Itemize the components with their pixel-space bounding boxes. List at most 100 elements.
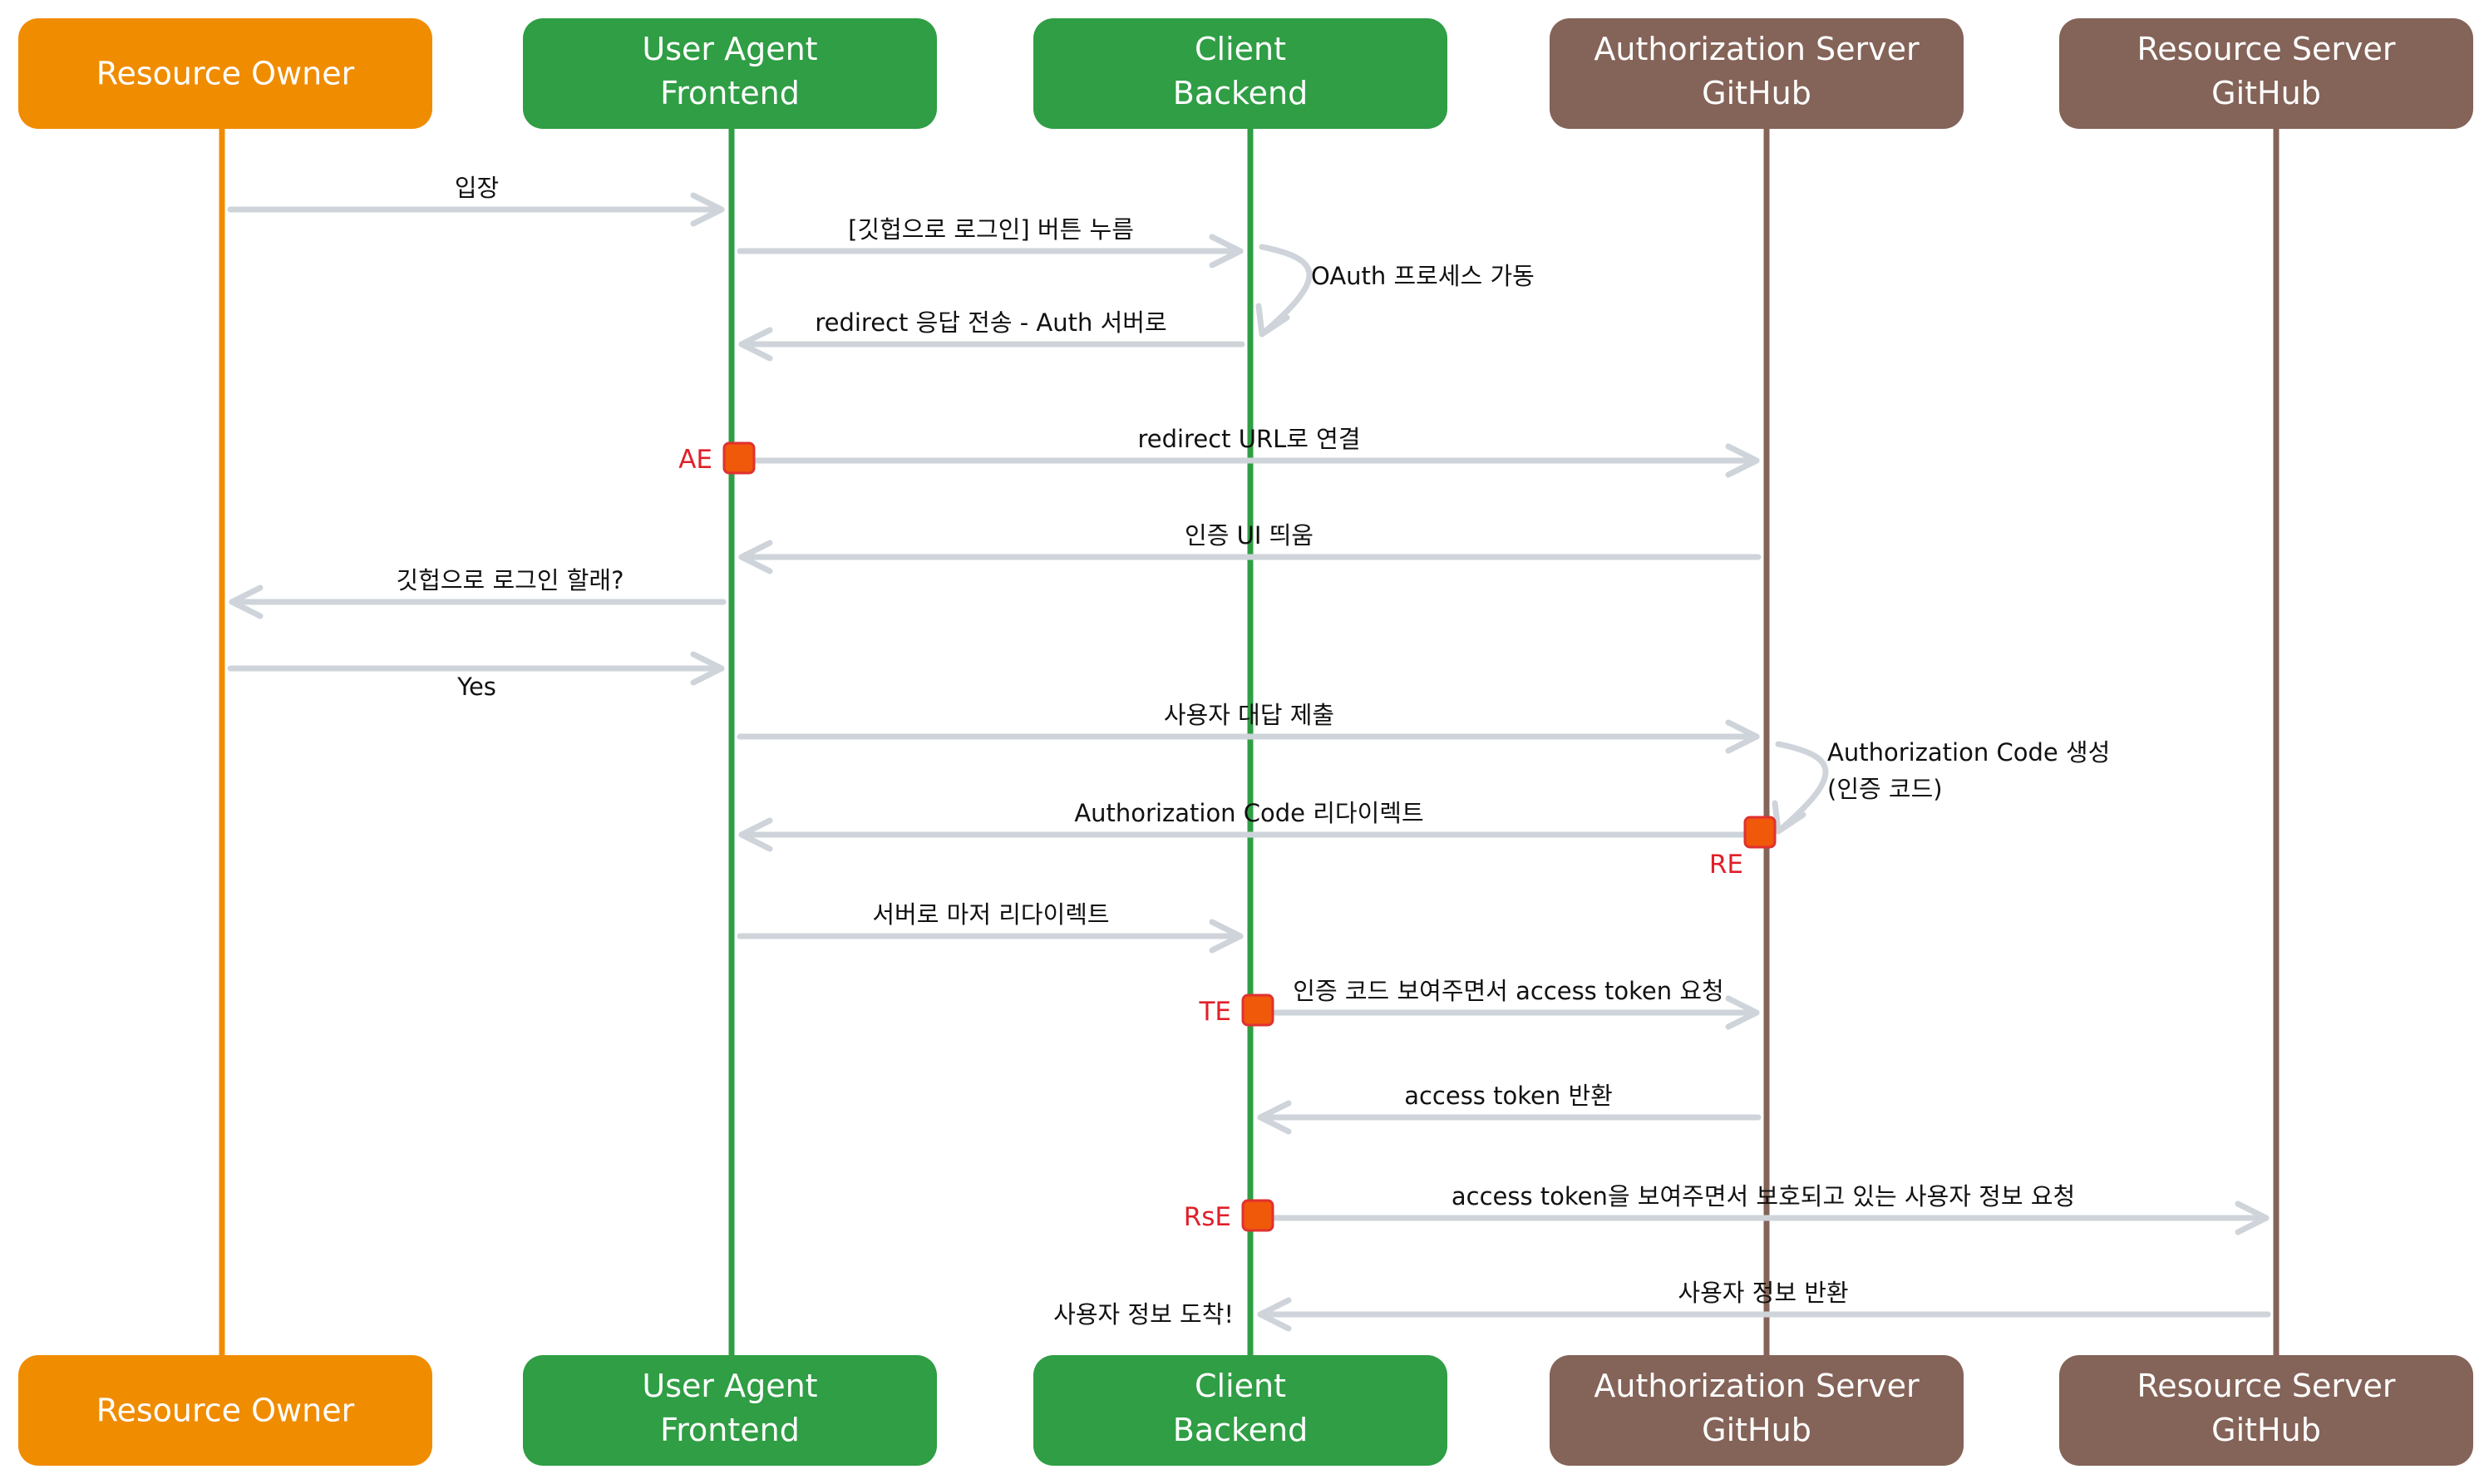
arrow-head — [1725, 443, 1760, 478]
client-label-line: Client — [1195, 1368, 1286, 1404]
message-label: 입장 — [455, 174, 499, 202]
arrow-head — [738, 817, 773, 852]
arrow-head — [1255, 303, 1290, 338]
message-8: Yes — [227, 651, 725, 701]
endpoint-marker — [1241, 993, 1274, 1027]
message-12: 서버로 마저 리다이렉트 — [737, 900, 1244, 954]
user-agent-label-line: Frontend — [660, 75, 800, 111]
message-label: [깃헙으로 로그인] 버튼 누름 — [848, 215, 1134, 244]
endpoint-marker — [1241, 1199, 1274, 1232]
auth-server-label-line: Authorization Server — [1594, 31, 1920, 67]
arrow-head — [1209, 919, 1244, 954]
user-agent-box — [523, 1355, 937, 1466]
arrow-head — [738, 540, 773, 574]
arrow-head — [1257, 1297, 1292, 1332]
auth-server-box — [1550, 18, 1964, 129]
lifelines — [219, 129, 2280, 1355]
message-label: 서버로 마저 리다이렉트 — [872, 900, 1109, 929]
message-10: Authorization Code 생성 (인증 코드) — [1772, 738, 2110, 835]
resource-owner-actor-top: Resource Owner — [18, 18, 432, 129]
arrow-head — [229, 584, 264, 619]
message-label: 깃헙으로 로그인 할래? — [397, 566, 624, 594]
message-15: access token을 보여주면서 보호되고 있는 사용자 정보 요청 RsE — [1184, 1182, 2270, 1235]
resource-server-label-line: GitHub — [2211, 75, 2321, 111]
message-label: 인증 UI 띄움 — [1185, 521, 1314, 550]
auth-server-box — [1550, 1355, 1964, 1466]
resource-owner-box — [18, 18, 432, 129]
message-6: 인증 UI 띄움 — [738, 521, 1762, 574]
message-2: [깃헙으로 로그인] 버튼 누름 — [737, 215, 1244, 269]
resource-owner-box — [18, 1355, 432, 1466]
resource-server-label-line: GitHub — [2211, 1412, 2321, 1448]
client-label-line: Client — [1195, 31, 1286, 67]
endpoint-marker-label: TE — [1198, 997, 1231, 1027]
self-message-label: Authorization Code 생성 — [1827, 738, 2110, 767]
resource-server-box — [2059, 1355, 2473, 1466]
arrow-head — [2235, 1201, 2270, 1235]
resource-owner-actor-bottom: Resource Owner — [18, 1355, 432, 1466]
user-agent-label-line: Frontend — [660, 1412, 800, 1448]
arrow-head — [1772, 800, 1806, 835]
arrow-head — [1725, 719, 1760, 754]
message-4: redirect 응답 전송 - Auth 서버로 — [738, 308, 1245, 362]
message-label: access token 반환 — [1404, 1082, 1613, 1110]
message-label: 인증 코드 보여주면서 access token 요청 — [1293, 977, 1723, 1005]
message-3: OAuth 프로세스 가동 — [1255, 244, 1535, 338]
endpoint-marker-label: AE — [678, 445, 712, 475]
arrow-head — [1209, 234, 1244, 269]
endpoint-marker — [722, 441, 756, 475]
message-label: 사용자 대답 제출 — [1164, 701, 1334, 729]
self-message-label-2: (인증 코드) — [1827, 775, 1943, 803]
client-label-line: Backend — [1173, 75, 1308, 111]
endpoint-marker-label: RE — [1709, 850, 1743, 880]
resource-server-box — [2059, 18, 2473, 129]
self-arrow — [1259, 244, 1313, 338]
message-14: access token 반환 — [1257, 1082, 1762, 1135]
auth-server-label-line: Authorization Server — [1594, 1368, 1920, 1404]
message-label: Authorization Code 리다이렉트 — [1074, 799, 1423, 827]
message-5: redirect URL로 연결 AE — [678, 425, 1760, 478]
arrow-head — [1257, 1100, 1292, 1135]
arrow-head — [690, 192, 725, 227]
resource-server-label-line: Resource Server — [2137, 31, 2396, 67]
message-label: Yes — [456, 673, 496, 701]
client-label-line: Backend — [1173, 1412, 1308, 1448]
message-13: 인증 코드 보여주면서 access token 요청 TE — [1198, 977, 1760, 1030]
auth-server-label-line: GitHub — [1702, 1412, 1811, 1448]
arrow-head — [738, 327, 773, 362]
arrival-note: 사용자 정보 도착! — [1053, 1300, 1234, 1329]
endpoint-marker — [1743, 816, 1777, 849]
resource-server-label-line: Resource Server — [2137, 1368, 2396, 1404]
auth-server-label-line: GitHub — [1702, 75, 1811, 111]
resource-owner-label-line: Resource Owner — [96, 56, 355, 92]
message-label: redirect URL로 연결 — [1137, 425, 1360, 453]
message-label: 사용자 정보 반환 — [1678, 1279, 1848, 1307]
client-box — [1033, 1355, 1447, 1466]
arrow-head — [690, 651, 725, 686]
user-agent-label-line: User Agent — [642, 31, 817, 67]
message-9: 사용자 대답 제출 — [737, 701, 1760, 754]
message-1: 입장 — [227, 174, 725, 227]
user-agent-box — [523, 18, 937, 129]
self-arrow — [1775, 741, 1829, 835]
message-11: Authorization Code 리다이렉트 RE — [738, 799, 1777, 880]
user-agent-label-line: User Agent — [642, 1368, 817, 1404]
message-7: 깃헙으로 로그인 할래? — [229, 566, 727, 619]
message-label: access token을 보여주면서 보호되고 있는 사용자 정보 요청 — [1452, 1182, 2075, 1210]
client-box — [1033, 18, 1447, 129]
arrow-head — [1725, 995, 1760, 1030]
endpoint-marker-label: RsE — [1184, 1202, 1231, 1232]
self-message-label: OAuth 프로세스 가동 — [1311, 262, 1535, 290]
